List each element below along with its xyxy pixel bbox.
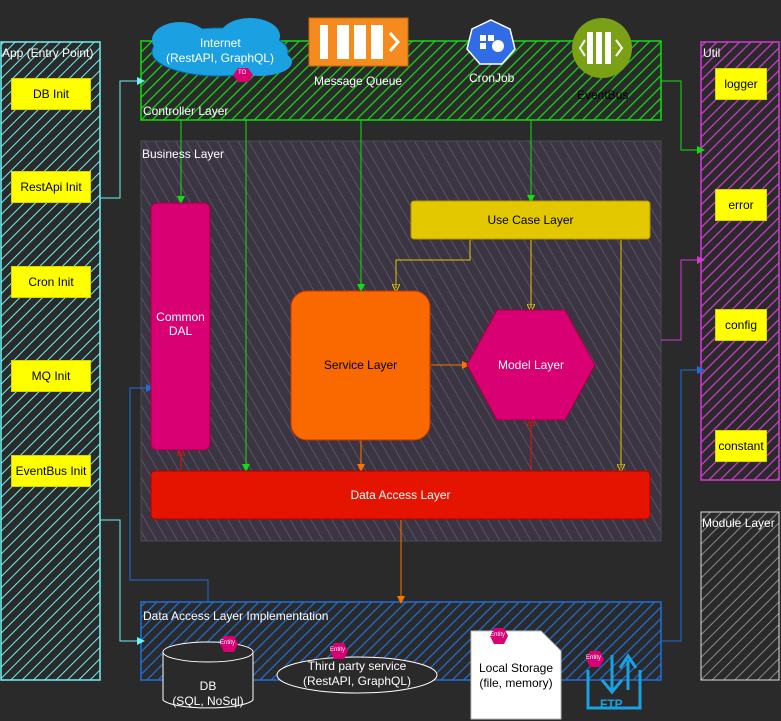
model-shape [466, 309, 596, 421]
util-title: Util [703, 46, 721, 60]
ftp-label: FTP [600, 697, 623, 711]
impl-title: Data Access Layer Implementation [143, 609, 329, 623]
service-shape [290, 290, 431, 441]
data-access-shape [150, 470, 651, 520]
cronjob-icon [466, 19, 516, 65]
entity-label-db: Entity [220, 640, 236, 646]
ftp-icon [586, 653, 642, 710]
controller-title: Controller Layer [143, 104, 229, 118]
config-box[interactable]: config [715, 309, 767, 341]
db-label: DB [199, 679, 217, 693]
local-storage-doc-icon [470, 630, 562, 720]
eventbus-icon [572, 18, 632, 78]
mq-init-box[interactable]: MQ Init [11, 360, 91, 392]
app-panel-title: App (Entry Point) [2, 46, 94, 60]
cronjob-label: CronJob [469, 71, 515, 85]
entity-label-third-party: Entity [330, 647, 346, 653]
entity-badge-ftp-shape [586, 651, 604, 667]
db-cylinder-icon [162, 641, 254, 709]
local-storage-sub-label: (file, memory) [479, 676, 553, 690]
cron-init-box[interactable]: Cron Init [11, 266, 91, 298]
error-box[interactable]: error [715, 189, 767, 221]
db-init-box[interactable]: DB Init [11, 78, 91, 110]
entity-badge-local-shape [490, 628, 508, 644]
local-storage-label: Local Storage [478, 661, 554, 675]
use-case-label: Use Case Layer [487, 213, 574, 227]
entity-badge-third-party-shape [330, 643, 348, 659]
db-sub-label: (SQL, NoSql) [172, 694, 244, 708]
module-title: Module Layer [702, 516, 775, 530]
module-panel [700, 511, 780, 681]
message-queue-label: Message Queue [314, 74, 403, 88]
util-panel [700, 41, 780, 481]
restapi-init-box[interactable]: RestApi Init [11, 171, 91, 203]
use-case-shape [410, 200, 651, 240]
third-party-cloud-icon [276, 656, 438, 694]
constant-box[interactable]: constant [715, 430, 767, 462]
third-party-sub-label: (RestAPI, GraphQL) [302, 674, 412, 688]
model-label: Model Layer [497, 358, 565, 372]
entity-badge-db-shape [220, 636, 238, 652]
internet-badge-label: TO [238, 70, 247, 76]
common-dal-shape [150, 202, 211, 451]
entity-label-ftp: Entity [586, 655, 602, 661]
third-party-label: Third party service [307, 659, 407, 673]
logger-box[interactable]: logger [715, 68, 767, 100]
internet-label: Internet [200, 36, 241, 50]
data-access-label: Data Access Layer [350, 488, 451, 502]
service-label: Service Layer [323, 358, 398, 372]
eventbus-label: EventBus [577, 88, 629, 102]
eventbus-init-box[interactable]: EventBus Init [11, 455, 91, 487]
entity-label-local: Entity [490, 632, 506, 638]
internet-cloud-icon [151, 18, 292, 77]
business-title: Business Layer [142, 147, 225, 161]
internet-badge-shape [233, 68, 253, 82]
common-dal-label: Common DAL [156, 310, 205, 338]
message-queue-icon [308, 17, 409, 67]
internet-sub-label: (RestAPI, GraphQL) [166, 51, 275, 65]
